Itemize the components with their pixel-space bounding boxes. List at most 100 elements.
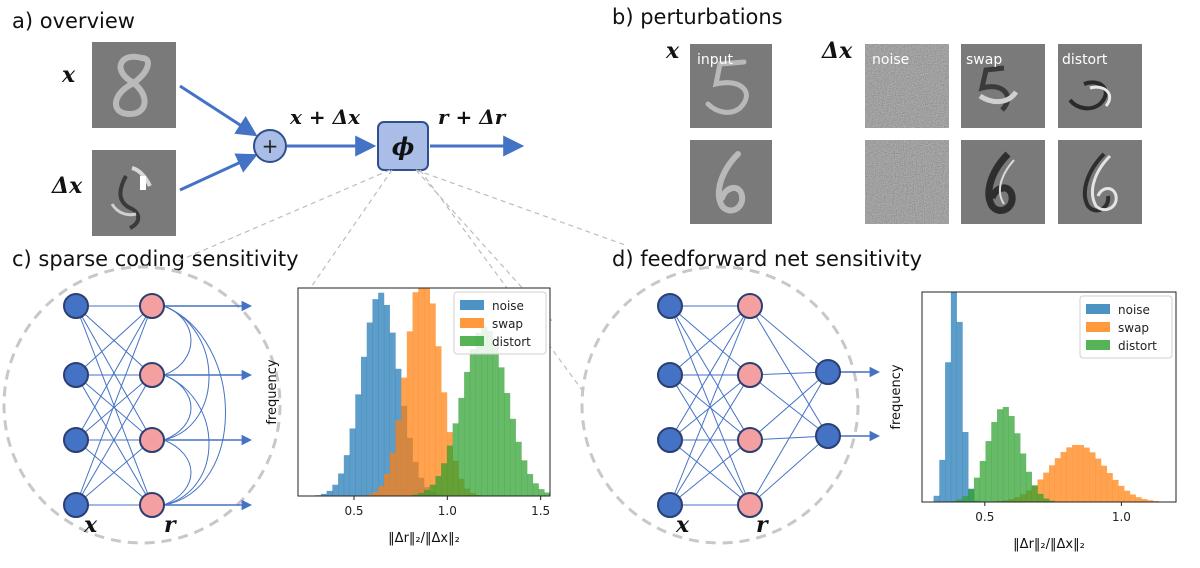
hist-bar-distort [956,499,963,502]
hist-bar-noise [956,321,963,502]
phi-box [377,121,429,171]
net-c-input-label: x [83,512,98,538]
legend-label-swap: swap [492,317,523,331]
hist-bar-swap [1060,451,1067,502]
hist-bar-swap [1037,479,1044,502]
hist-bar-swap [1077,445,1084,502]
swap-label: swap [966,52,1002,68]
legend-swatch-noise [1086,304,1110,314]
hist-bar-noise [349,428,356,496]
panel-b-title: b) perturbations [612,5,783,29]
x-axis-label: ‖Δr‖₂/‖Δx‖₂ [1013,537,1085,552]
panel-a-title: a) overview [12,9,135,33]
hist-bar-noise [326,490,333,496]
hist-bar-noise [320,493,327,496]
hist-bar-distort [1037,493,1044,502]
hist-bar-swap [1100,465,1108,502]
hist-bar-distort [504,393,511,496]
noise-image-1: noise [865,44,949,128]
hist-bar-noise [945,362,952,502]
hist-bar-distort [979,461,986,502]
overview-diagram: x Δx + x + Δx ϕ r + Δr [51,42,525,236]
hist-bar-distort [469,349,476,496]
legend-swatch-distort [460,336,484,346]
hist-bar-distort [464,371,471,496]
distort-image-2 [1058,140,1142,224]
hist-bar-distort [429,484,436,496]
x-tick-label: 1.5 [531,504,550,518]
noise-label: noise [872,52,909,68]
perturb-dx-label: Δx [821,38,853,64]
hist-bar-noise [355,394,362,496]
feedforward-network: x r [580,265,881,545]
phi-label: ϕ [392,132,415,161]
hist-bar-noise [383,304,390,496]
hist-bar-swap [1106,473,1113,502]
hist-bar-distort [527,474,534,496]
hist-bar-distort [435,476,442,496]
swap-image-2 [961,140,1045,224]
perturbation-image-dx [92,150,176,236]
hist-bar-swap [1129,494,1136,502]
hist-bar-swap [1043,472,1050,502]
legend-label-distort: distort [492,335,531,349]
distort-label: distort [1062,52,1108,68]
hist-bar-swap [1124,490,1131,502]
hist-bar-noise [338,473,345,496]
hist-bar-swap [372,492,379,496]
hist-bar-distort [441,463,448,496]
hist-bar-swap [418,288,425,496]
distort-image-1: distort [1058,44,1142,128]
hist-bar-swap [1112,479,1119,502]
hist-bar-swap [424,288,431,496]
hist-bar-swap [1083,447,1090,502]
hist-bar-distort [968,489,975,502]
sum-label: x + Δx [289,105,361,129]
hist-bar-swap [441,392,448,496]
hist-bar-swap [435,346,442,496]
perturb-x-label: x [665,38,680,64]
hist-bar-swap [389,452,396,496]
hist-bar-swap [412,292,419,496]
y-axis-label: frequency [265,359,280,425]
hist-bar-noise [332,484,339,496]
hist-bar-swap [1095,458,1102,502]
hist-bar-swap [1066,447,1073,502]
hist-bar-distort [997,409,1004,502]
hist-bar-swap [378,486,385,496]
hist-bar-noise [343,455,350,496]
hist-bar-noise [939,459,946,502]
hist-bar-swap [395,420,402,496]
hist-bar-distort [1014,433,1021,502]
hist-bar-swap [1147,500,1154,502]
hist-bar-distort [1025,471,1032,502]
hist-bar-noise [950,292,957,502]
y-axis-label: frequency [889,364,904,430]
hist-bar-distort [452,423,459,496]
net-d-output-label: r [756,512,769,538]
hist-bar-distort [973,477,981,502]
sum-node [253,129,287,163]
x-tick-label: 1.0 [438,504,457,518]
legend-label-noise: noise [1118,303,1150,317]
hist-bar-swap [401,377,408,496]
legend-label-distort: distort [1118,339,1157,353]
callout-lines [175,169,629,395]
hist-bar-distort [412,494,419,496]
x-tick-label: 0.5 [344,504,363,518]
noise-image-2 [865,140,949,224]
hist-bar-distort [475,332,482,496]
hist-bar-distort [481,326,488,496]
hist-bar-swap [406,331,413,496]
hist-bar-noise [372,299,379,496]
hist-bar-noise [361,356,368,496]
legend-swatch-swap [1086,322,1110,332]
hist-bar-distort [1008,416,1015,502]
hist-bar-swap [1135,497,1142,502]
output-label: r + Δr [438,105,507,129]
hist-bar-distort [985,441,992,502]
hist-bar-swap [383,474,390,496]
hist-bar-distort [532,483,539,496]
legend-swatch-swap [460,318,484,328]
